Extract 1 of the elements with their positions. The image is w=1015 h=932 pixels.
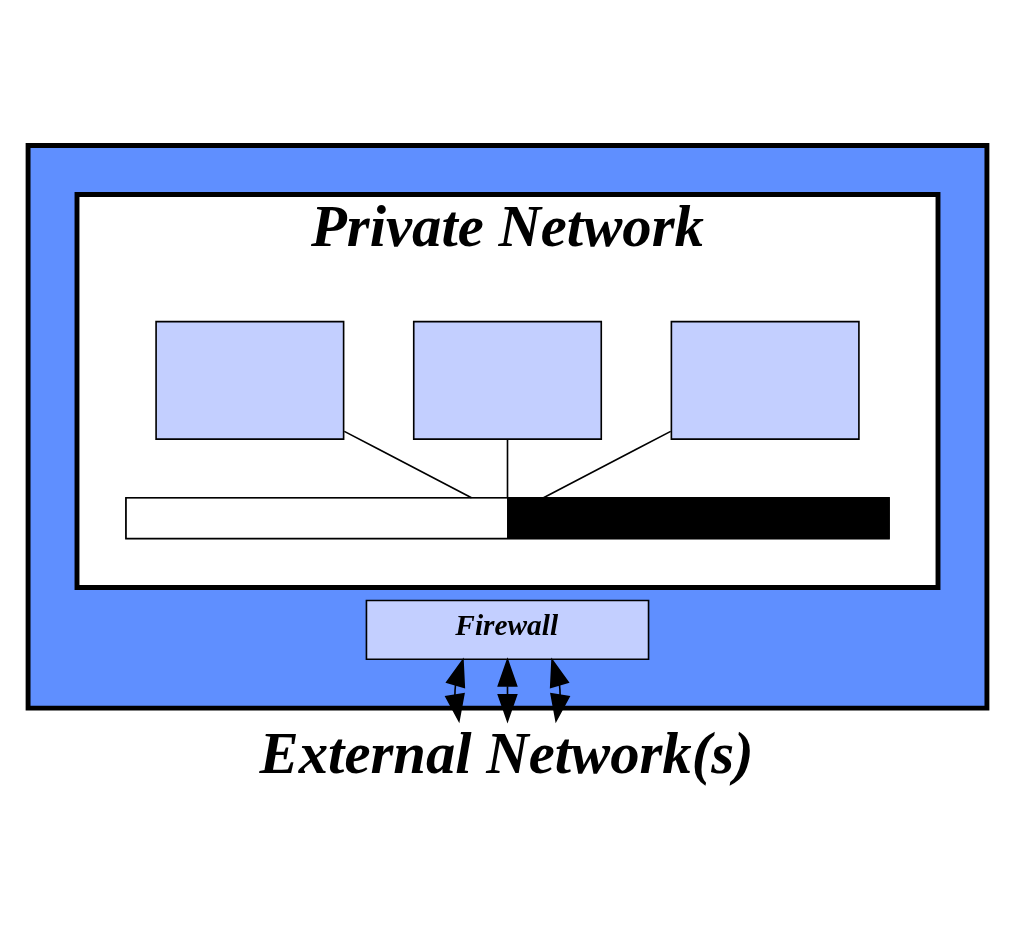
node-text: External Network(s) [259,721,754,787]
